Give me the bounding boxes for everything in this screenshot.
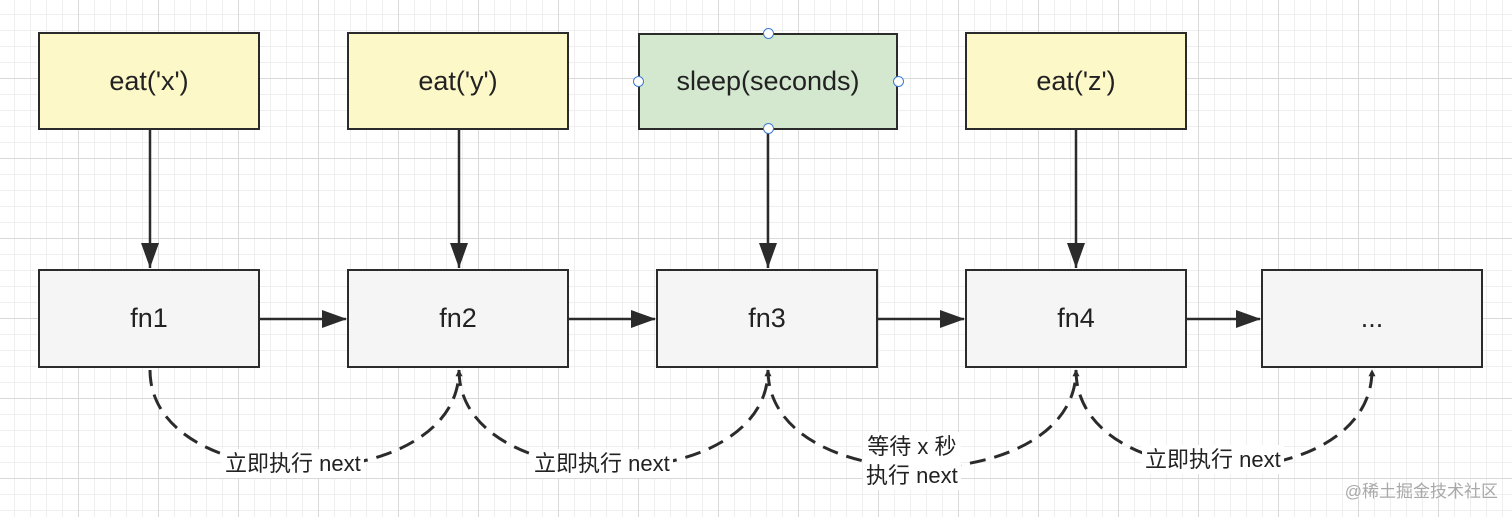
fn-label: fn4 xyxy=(1057,303,1095,333)
transition-text-line-2: 执行 next xyxy=(866,463,958,488)
fn-box-fn1[interactable]: fn1 xyxy=(38,269,260,368)
call-box-sleep[interactable]: sleep(seconds) xyxy=(638,33,898,130)
call-box-eat-y[interactable]: eat('y') xyxy=(347,32,569,130)
arrowhead-fn3-fn4 xyxy=(940,310,965,328)
transition-label-4: 立即执行 next xyxy=(1142,445,1284,474)
fn-label: fn3 xyxy=(748,303,786,333)
arrowhead-call-2 xyxy=(450,243,468,268)
fn-box-fn2[interactable]: fn2 xyxy=(347,269,569,368)
call-box-eat-z[interactable]: eat('z') xyxy=(965,32,1187,130)
transition-label-1: 立即执行 next xyxy=(222,449,364,478)
transition-text: 立即执行 next xyxy=(534,451,670,476)
call-label: eat('z') xyxy=(1036,65,1116,96)
call-label: eat('y') xyxy=(418,65,498,96)
fn-label: fn2 xyxy=(439,303,477,333)
watermark: @稀土掘金技术社区 xyxy=(1344,482,1498,501)
resize-handle-bottom[interactable] xyxy=(762,122,774,134)
arrowhead-call-1 xyxy=(141,243,159,268)
arrowhead-fn1-fn2 xyxy=(322,310,347,328)
call-label: eat('x') xyxy=(109,65,189,96)
call-label: sleep(seconds) xyxy=(676,66,860,96)
arrowhead-call-4 xyxy=(1067,243,1085,268)
resize-handle-top[interactable] xyxy=(762,27,774,39)
fn-label: ... xyxy=(1360,303,1384,333)
resize-handle-left[interactable] xyxy=(632,75,644,87)
fn-box-ellipsis[interactable]: ... xyxy=(1261,269,1483,368)
resize-handle-right[interactable] xyxy=(892,75,904,87)
fn-box-fn4[interactable]: fn4 xyxy=(965,269,1187,368)
transition-label-2: 立即执行 next xyxy=(531,449,673,478)
transition-text: 立即执行 next xyxy=(1145,447,1281,472)
call-box-eat-x[interactable]: eat('x') xyxy=(38,32,260,130)
transition-text-line-1: 等待 x 秒 xyxy=(867,434,957,459)
fn-box-fn3[interactable]: fn3 xyxy=(656,269,878,368)
arrowhead-fn2-fn3 xyxy=(631,310,656,328)
transition-text: 立即执行 next xyxy=(225,451,361,476)
arrowhead-fn4-next xyxy=(1236,310,1261,328)
transition-label-3: 等待 x 秒 执行 next xyxy=(863,432,961,490)
arrowhead-call-3 xyxy=(759,243,777,268)
dashed-next-fn4-to-next xyxy=(1074,369,1376,469)
fn-label: fn1 xyxy=(130,303,168,333)
